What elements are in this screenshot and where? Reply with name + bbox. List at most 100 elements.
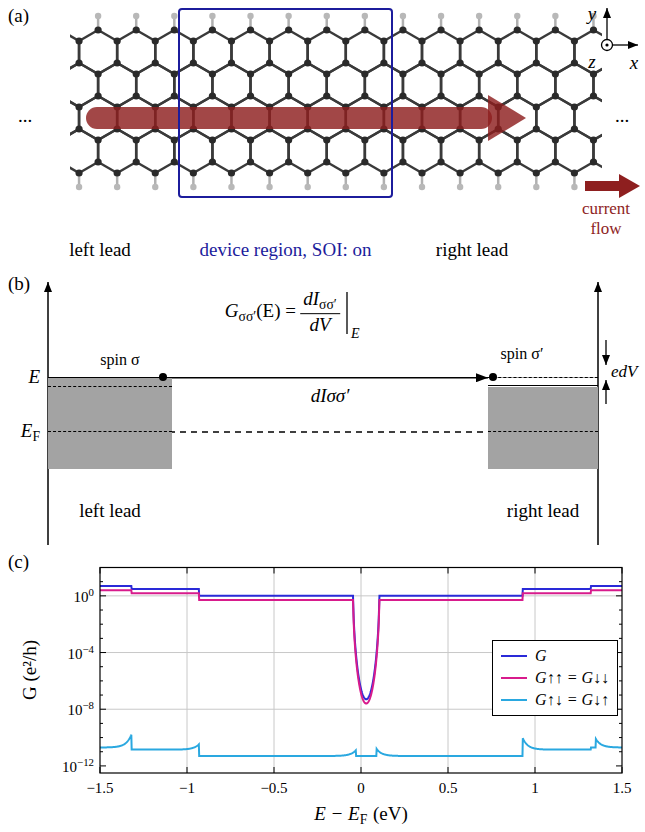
hydrogen-atom (343, 184, 349, 190)
carbon-atom (437, 158, 444, 165)
hydrogen-atom (514, 13, 520, 19)
fermi-label-group: EF (21, 420, 40, 445)
level-line (488, 431, 598, 432)
axis-title-group: E − EF(eV) (314, 803, 408, 828)
carbon-atom (171, 92, 178, 99)
formula-subscript: E (351, 326, 360, 341)
carbon-atom (457, 169, 464, 176)
carbon-atom (476, 92, 483, 99)
formula: G (225, 300, 239, 321)
carbon-atom (171, 158, 178, 165)
formula: σσ′ (239, 309, 257, 324)
bias-label: edV (611, 362, 637, 381)
edv-arrow-down (605, 340, 606, 365)
current-connector (172, 377, 488, 379)
node-label: left lead (79, 500, 141, 522)
level-line (48, 386, 172, 387)
carbon-atom (514, 70, 521, 77)
hydrogen-atom (76, 184, 82, 190)
tick-label-group: 10−8 (68, 699, 95, 719)
grid-line (187, 568, 188, 774)
carbon-atom (247, 136, 254, 143)
carbon-atom (152, 59, 159, 66)
fraction-numerator: dIσσ′ (300, 288, 340, 314)
carbon-atom (552, 158, 559, 165)
carbon-atom (152, 169, 159, 176)
carbon-atom (533, 103, 540, 110)
spin-label: spin σ (100, 351, 139, 368)
carbon-atom (571, 59, 578, 66)
conductance-curve (100, 735, 622, 756)
tick-label: 10 (62, 759, 77, 775)
carbon-atom (571, 125, 578, 132)
carbon-atom (228, 169, 235, 176)
carbon-atom (247, 92, 254, 99)
carbon-atom (380, 169, 387, 176)
hydrogen-atom (152, 184, 158, 190)
tick-label: −1.5 (86, 780, 113, 796)
y-tick (100, 652, 106, 653)
tick-label-group: 0 (357, 780, 365, 797)
axis-title-group: G (e²/h) (19, 640, 41, 700)
spin-label: spin σ′ (501, 345, 544, 362)
carbon-atom (171, 26, 178, 33)
continuation-dots-group: ... (615, 105, 629, 127)
carbon-atom (514, 136, 521, 143)
carbon-atom (495, 59, 502, 66)
y-tick (616, 765, 622, 766)
hydrogen-atom (304, 184, 310, 190)
carbon-atom (590, 26, 597, 33)
continuation-dots: ... (18, 105, 32, 126)
carbon-atom (75, 59, 82, 66)
carbon-atom (380, 59, 387, 66)
carbon-atom (571, 169, 578, 176)
tick-label-group: 0.5 (439, 780, 458, 797)
axis-title: (eV) (373, 803, 408, 824)
continuation-dots: ... (615, 105, 629, 126)
carbon-atom (418, 59, 425, 66)
tick-label: −12 (77, 756, 94, 768)
carbon-atom (476, 158, 483, 165)
fermi-label: E (21, 420, 33, 441)
carbon-atom (399, 136, 406, 143)
x-tick (274, 568, 275, 574)
formula-group: Gσσ′(E) = (225, 300, 296, 325)
carbon-atom (590, 158, 597, 165)
tick-label: 10 (68, 645, 83, 661)
tick-label: 10 (68, 702, 83, 718)
carbon-atom (95, 70, 102, 77)
carbon-atom (114, 169, 121, 176)
formula-fraction: dV (309, 314, 330, 335)
carbon-atom (457, 37, 464, 44)
panel-label-group: (c) (8, 551, 29, 573)
carbon-atom (399, 26, 406, 33)
carbon-atom (285, 136, 292, 143)
axis-title: G (e²/h) (19, 640, 40, 700)
carbon-atom (323, 70, 330, 77)
carbon-atom (552, 92, 559, 99)
carbon-atom (133, 158, 140, 165)
current-arrow-small-shaft (585, 181, 621, 191)
x-tick (187, 767, 188, 773)
hydrogen-atom (438, 13, 444, 19)
tick-label: −0.5 (260, 780, 287, 796)
hydrogen-atom (209, 13, 215, 19)
carbon-atom (361, 136, 368, 143)
carbon-atom (75, 37, 82, 44)
carbon-atom (323, 136, 330, 143)
current-arrow-small-head (619, 174, 640, 198)
legend-row: G↑↓ = G↓↑ (501, 689, 609, 711)
carbon-atom (476, 70, 483, 77)
carbon-atom (552, 136, 559, 143)
level-line (48, 431, 172, 432)
current-label-group: current flow (570, 199, 642, 238)
lead-box: right lead (488, 377, 598, 469)
electron-dot (489, 373, 497, 381)
grid-line (361, 568, 362, 774)
tick-label: 1.5 (613, 780, 632, 796)
edge-label: dIσσ′ (311, 385, 350, 407)
carbon-atom (437, 70, 444, 77)
x-tick (187, 568, 188, 574)
carbon-atom (95, 26, 102, 33)
carbon-atom (190, 59, 197, 66)
